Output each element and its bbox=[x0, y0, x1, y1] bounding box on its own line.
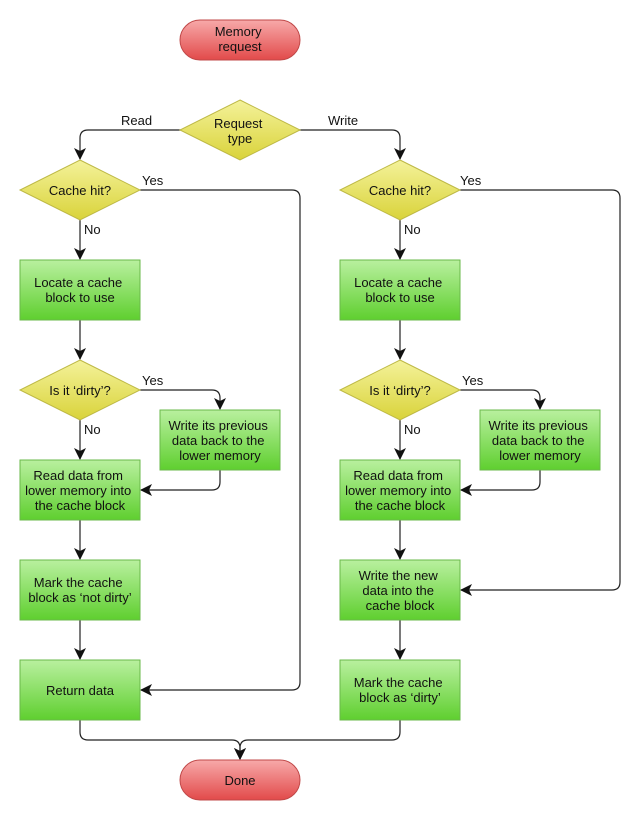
read-writeback-line-3: lower memory bbox=[179, 448, 261, 463]
edge-read-hit-yes bbox=[140, 189, 301, 696]
read-cache-hit-text: Cache hit? bbox=[49, 183, 111, 198]
request-type-line-2: type bbox=[228, 131, 253, 146]
svg-text:Read data from lower mem: Read data from lower memory into the cac… bbox=[25, 468, 135, 513]
write-new-line-3: cache block bbox=[366, 598, 435, 613]
write-mark-line-2: block as ‘dirty’ bbox=[359, 690, 441, 705]
process-write-mark: Mark the cache block as ‘dirty’ bbox=[339, 659, 461, 721]
request-type-line-1: Request bbox=[214, 116, 263, 131]
write-new-line-2: data into the bbox=[362, 583, 434, 598]
svg-text:Mark the cache block as: Mark the cache block as ‘not dirty’ bbox=[28, 575, 131, 605]
label-write-dirty-yes: Yes bbox=[462, 373, 484, 388]
label-write-hit-yes: Yes bbox=[460, 173, 482, 188]
label-read-hit-yes: Yes bbox=[142, 173, 164, 188]
terminal-memory-request: Memory request bbox=[179, 19, 301, 61]
label-read-dirty-no: No bbox=[84, 422, 101, 437]
edge-read-writeback-readdata bbox=[140, 470, 221, 496]
label-read: Read bbox=[121, 113, 152, 128]
read-mark-line-2: block as ‘not dirty’ bbox=[28, 590, 131, 605]
read-readdata-line-2: lower memory into bbox=[25, 483, 131, 498]
write-readdata-line-2: lower memory into bbox=[345, 483, 451, 498]
svg-text:Write the new data into: Write the new data into the cache block bbox=[359, 568, 442, 613]
read-return-text: Return data bbox=[46, 683, 115, 698]
label-read-dirty-yes: Yes bbox=[142, 373, 164, 388]
edge-write bbox=[298, 129, 406, 160]
edge-write-hit-yes bbox=[460, 189, 621, 596]
svg-text:Memory request: Memory request bbox=[215, 24, 266, 54]
decision-request-type: Request type bbox=[178, 99, 302, 161]
edge-read-return-done bbox=[79, 720, 246, 760]
process-read-read-data: Read data from lower memory into the cac… bbox=[19, 459, 141, 521]
write-cache-hit-text: Cache hit? bbox=[369, 183, 431, 198]
svg-text:Mark the cache block as: Mark the cache block as ‘dirty’ bbox=[354, 675, 447, 705]
start-line-2: request bbox=[218, 39, 262, 54]
decision-read-cache-hit: Cache hit? bbox=[18, 159, 142, 221]
svg-text:Write its previous data: Write its previous data back to the lowe… bbox=[168, 418, 271, 463]
edge-write-dirty-yes bbox=[460, 389, 546, 410]
terminal-done: Done bbox=[179, 759, 301, 801]
svg-text:Read data from lower mem: Read data from lower memory into the cac… bbox=[345, 468, 455, 513]
label-read-hit-no: No bbox=[84, 222, 101, 237]
read-writeback-line-1: Write its previous bbox=[168, 418, 268, 433]
write-locate-line-2: block to use bbox=[365, 290, 434, 305]
read-dirty-text: Is it ‘dirty’? bbox=[49, 383, 110, 398]
svg-text:Write its previous data: Write its previous data back to the lowe… bbox=[488, 418, 591, 463]
write-new-line-1: Write the new bbox=[359, 568, 439, 583]
write-dirty-text: Is it ‘dirty’? bbox=[369, 383, 430, 398]
write-writeback-line-2: data back to the bbox=[492, 433, 585, 448]
edge-read-dirty-yes bbox=[140, 389, 226, 410]
label-write: Write bbox=[328, 113, 358, 128]
edge-write-mark-done bbox=[234, 720, 401, 760]
read-mark-line-1: Mark the cache bbox=[34, 575, 123, 590]
edge-labels: Read Write Yes No Yes No Yes No Yes No bbox=[84, 113, 484, 437]
connectors bbox=[74, 129, 621, 760]
edge-read bbox=[74, 129, 182, 160]
write-readdata-line-1: Read data from bbox=[353, 468, 443, 483]
read-locate-line-1: Locate a cache bbox=[34, 275, 122, 290]
decision-write-dirty: Is it ‘dirty’? bbox=[338, 359, 462, 421]
process-write-locate: Locate a cache block to use bbox=[339, 259, 461, 321]
process-write-write-back: Write its previous data back to the lowe… bbox=[479, 409, 601, 471]
read-locate-line-2: block to use bbox=[45, 290, 114, 305]
write-writeback-line-1: Write its previous bbox=[488, 418, 588, 433]
process-write-new-data: Write the new data into the cache block bbox=[339, 559, 461, 621]
start-line-1: Memory bbox=[215, 24, 262, 39]
write-mark-line-1: Mark the cache bbox=[354, 675, 443, 690]
svg-text:Locate a cache block to: Locate a cache block to use bbox=[34, 275, 126, 305]
read-writeback-line-2: data back to the bbox=[172, 433, 265, 448]
write-readdata-line-3: the cache block bbox=[355, 498, 446, 513]
label-write-dirty-no: No bbox=[404, 422, 421, 437]
process-read-return: Return data bbox=[19, 659, 141, 721]
done-label: Done bbox=[224, 773, 255, 788]
write-writeback-line-3: lower memory bbox=[499, 448, 581, 463]
read-readdata-line-1: Read data from bbox=[33, 468, 123, 483]
svg-text:Locate a cache block to: Locate a cache block to use bbox=[354, 275, 446, 305]
write-locate-line-1: Locate a cache bbox=[354, 275, 442, 290]
label-write-hit-no: No bbox=[404, 222, 421, 237]
process-read-mark: Mark the cache block as ‘not dirty’ bbox=[19, 559, 141, 621]
process-write-read-data: Read data from lower memory into the cac… bbox=[339, 459, 461, 521]
svg-text:Request type: Request type bbox=[214, 116, 266, 146]
edge-write-writeback-readdata bbox=[460, 470, 541, 496]
read-readdata-line-3: the cache block bbox=[35, 498, 126, 513]
decision-write-cache-hit: Cache hit? bbox=[338, 159, 462, 221]
process-read-locate: Locate a cache block to use bbox=[19, 259, 141, 321]
process-read-write-back: Write its previous data back to the lowe… bbox=[159, 409, 281, 471]
decision-read-dirty: Is it ‘dirty’? bbox=[18, 359, 142, 421]
